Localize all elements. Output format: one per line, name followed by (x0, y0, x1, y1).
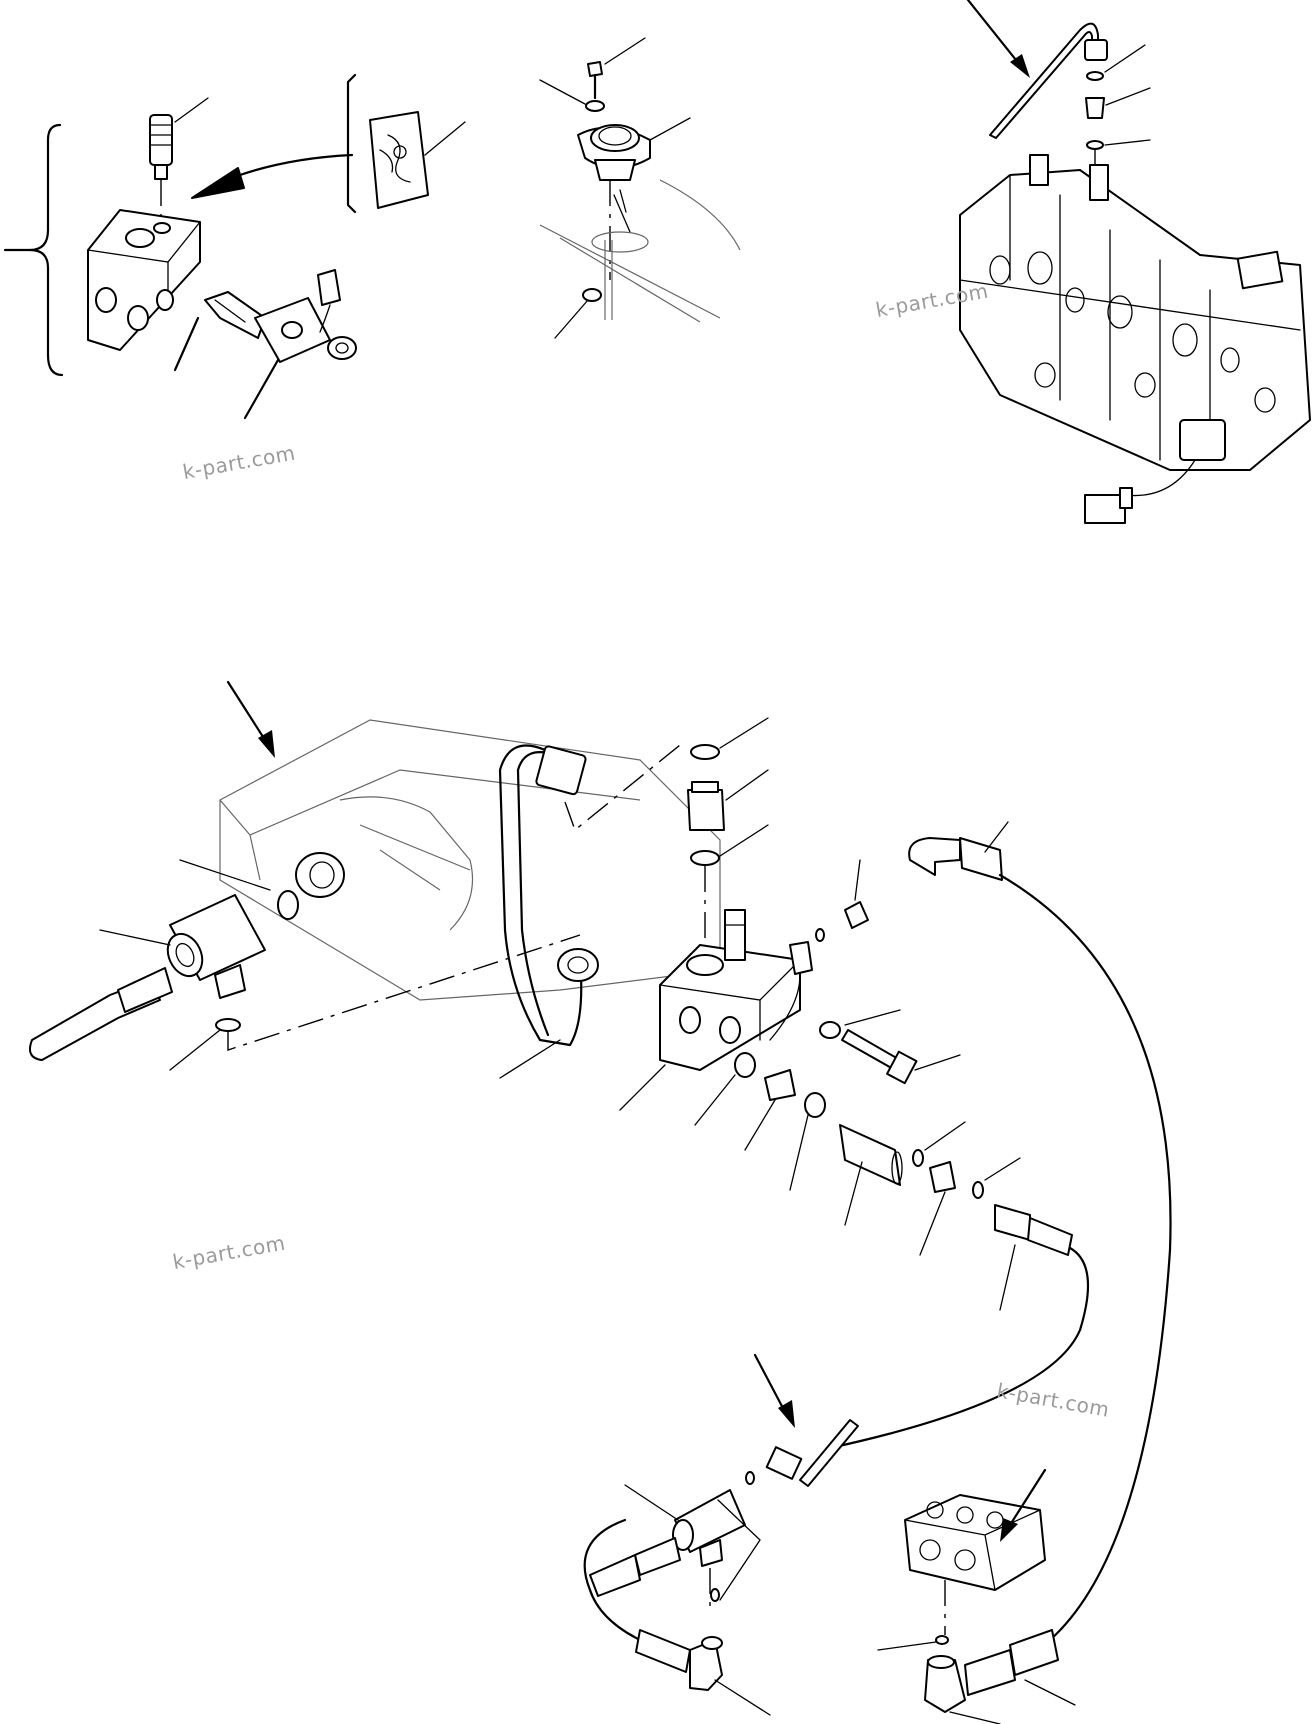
mount-bracket (577, 124, 651, 181)
brace-icon (28, 123, 64, 377)
elbow-fitting (908, 837, 961, 876)
detail-piping-bottom (29, 680, 1172, 1724)
sleeve (839, 1124, 901, 1186)
detail-control-valve-top-right (959, 0, 1311, 524)
pipe (799, 1419, 859, 1487)
nut (327, 336, 357, 360)
pipe (498, 744, 583, 1047)
o-ring (804, 1092, 826, 1118)
control-valve-body (959, 154, 1311, 471)
o-ring (690, 850, 720, 866)
o-ring (734, 1052, 756, 1078)
direction-arrow (778, 1400, 795, 1428)
valve-block (659, 909, 801, 1071)
o-ring (215, 1018, 241, 1032)
callout-leader (174, 97, 209, 123)
hose (583, 1518, 642, 1642)
solenoid-coil (243, 297, 331, 420)
adapter (687, 789, 725, 831)
direction-arrow (1000, 1518, 1018, 1542)
connector (317, 269, 341, 306)
tee-fitting (166, 894, 266, 999)
washer (585, 100, 605, 112)
o-ring (277, 890, 299, 920)
direction-arrow (1010, 54, 1030, 78)
check-valve (149, 114, 173, 180)
detail-valve-block-top-left (3, 73, 466, 420)
sealant-inset (346, 73, 466, 214)
detail-bracket-top-middle (539, 37, 741, 339)
hose (998, 873, 1172, 1642)
direction-arrow (226, 153, 354, 182)
nut (582, 288, 602, 302)
o-ring (690, 744, 720, 760)
direction-arrow (258, 730, 275, 758)
tee-fitting (672, 1489, 746, 1567)
bolt (587, 61, 603, 100)
valve-block (87, 209, 201, 351)
manifold-block (904, 1494, 1046, 1591)
pipe (989, 22, 1099, 139)
solenoid-valve (173, 291, 266, 372)
